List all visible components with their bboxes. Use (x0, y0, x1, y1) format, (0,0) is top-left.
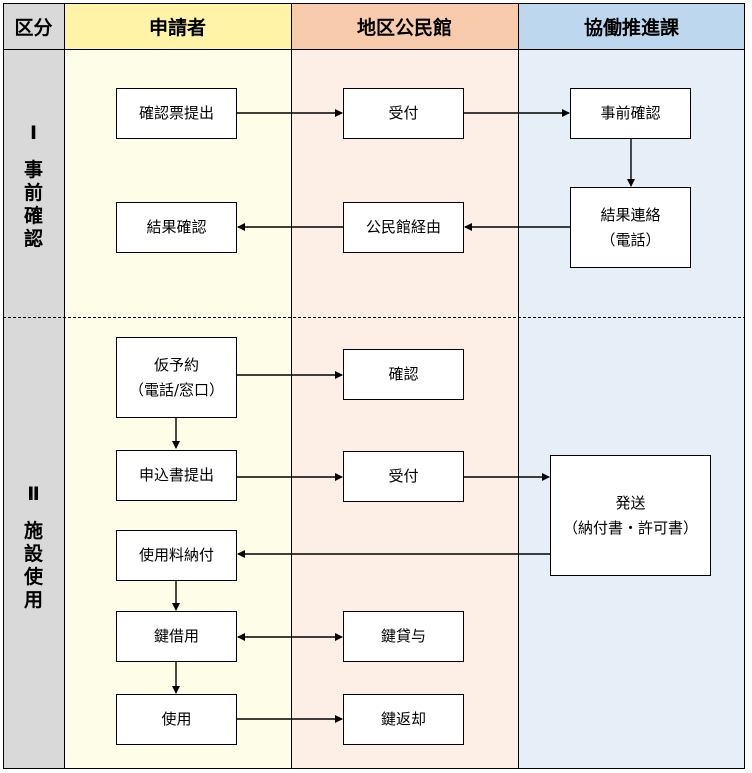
section-prior-check-label: Ⅰ 事 前 確 認 (3, 122, 64, 251)
box-via-center: 公民館経由 (343, 202, 464, 253)
box-text: 事前確認 (600, 104, 661, 122)
category-column (3, 3, 64, 769)
section-char: 使 (23, 566, 43, 588)
category-header: 区分 (3, 3, 64, 49)
section-facility-use-label: Ⅱ 施 設 使 用 (3, 483, 64, 612)
box-text: 鍵貸与 (380, 627, 426, 645)
box-text: 使用 (161, 710, 192, 728)
box-fee-payment: 使用料納付 (116, 530, 237, 581)
box-text: （電話/窓口） (128, 380, 225, 399)
box-result-contact: 結果連絡 （電話） (570, 187, 691, 268)
applicant-header: 申請者 (64, 3, 291, 49)
section-char: 認 (23, 228, 43, 250)
collaboration-division-header: 協働推進課 (518, 3, 745, 49)
box-text: 結果連絡 (600, 205, 661, 224)
table-grid (3, 3, 745, 769)
section-char: 設 (23, 543, 43, 565)
section-prior-check-numeral: Ⅰ (29, 122, 38, 144)
box-text: 使用料納付 (138, 546, 214, 564)
community-center-header: 地区公民館 (291, 3, 518, 49)
box-text: 仮予約 (153, 355, 199, 374)
box-text: 鍵借用 (153, 627, 199, 645)
box-key-lend: 鍵貸与 (343, 611, 464, 662)
box-text: 鍵返却 (380, 710, 426, 728)
box-text: 受付 (388, 104, 419, 122)
box-text: 発送 (615, 493, 646, 512)
box-reception-use: 受付 (343, 451, 464, 502)
section-char: 用 (23, 589, 43, 611)
box-confirm-ticket-submit: 確認票提出 (116, 88, 237, 139)
box-text: 確認票提出 (138, 104, 214, 122)
section-char: 施 (23, 520, 43, 542)
box-text: 申込書提出 (138, 466, 214, 484)
box-text: 公民館経由 (365, 218, 441, 236)
box-text: 結果確認 (146, 218, 207, 236)
box-reception-prior: 受付 (343, 88, 464, 139)
box-key-borrow: 鍵借用 (116, 611, 237, 662)
section-char: 確 (23, 205, 43, 227)
box-text: （納付書・許可書） (562, 518, 698, 537)
box-text: （電話） (600, 230, 661, 249)
box-tentative-booking: 仮予約 （電話/窓口） (116, 337, 237, 418)
box-dispatch: 発送 （納付書・許可書） (550, 455, 711, 576)
box-text: 受付 (388, 467, 419, 485)
section-facility-use-numeral: Ⅱ (27, 483, 40, 505)
box-confirmation: 確認 (343, 349, 464, 400)
section-char: 前 (23, 182, 43, 204)
box-use: 使用 (116, 694, 237, 745)
box-key-return: 鍵返却 (343, 694, 464, 745)
box-application-submit: 申込書提出 (116, 450, 237, 501)
section-char: 事 (23, 159, 43, 181)
box-prior-confirmation: 事前確認 (570, 88, 691, 139)
box-text: 確認 (388, 365, 419, 383)
box-result-check: 結果確認 (116, 202, 237, 253)
